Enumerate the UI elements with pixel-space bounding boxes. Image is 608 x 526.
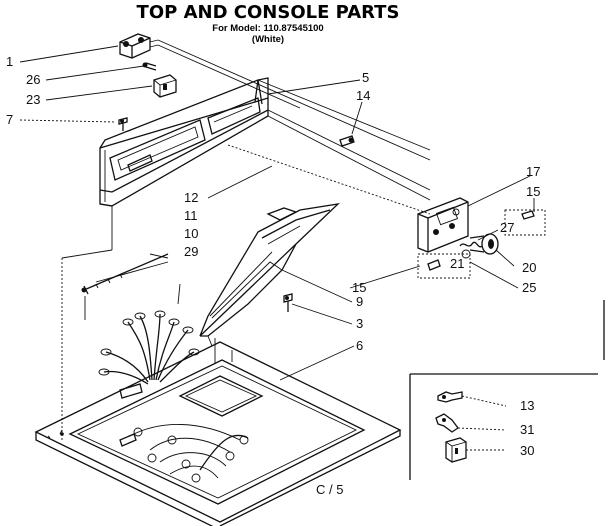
part-14-screw (339, 135, 355, 147)
part-23-clip (153, 74, 177, 98)
part-6-top (34, 341, 402, 526)
part-3-screw (283, 293, 293, 312)
callout-9: 9 (356, 294, 363, 309)
page-mark: C / 5 (316, 482, 343, 497)
part-15-clip-upper (504, 209, 546, 236)
part-26-screw (142, 62, 157, 71)
part-31-terminal (435, 413, 459, 433)
page-title: TOP AND CONSOLE PARTS (137, 2, 400, 23)
leader-lines (19, 45, 535, 381)
callout-labels: 1 26 23 7 5 14 12 11 10 29 17 15 27 21 2… (6, 54, 540, 458)
callout-27: 27 (500, 220, 514, 235)
callout-26: 26 (26, 72, 40, 87)
part-17-bracket (417, 197, 469, 253)
callout-1: 1 (6, 54, 13, 69)
callout-7: 7 (6, 112, 13, 127)
callout-25: 25 (522, 280, 536, 295)
part-30-connector (445, 437, 467, 463)
callout-15-lower: 15 (352, 280, 366, 295)
part-10-rod (81, 253, 169, 295)
part-15-clip-lower (417, 253, 471, 279)
part-1-switch (119, 33, 159, 59)
callout-14: 14 (356, 88, 370, 103)
callout-30: 30 (520, 443, 534, 458)
part-5-console (99, 77, 269, 207)
callout-17: 17 (526, 164, 540, 179)
part-29-harness (98, 310, 200, 399)
callout-29: 29 (184, 244, 198, 259)
part-13-terminal (437, 391, 463, 403)
callout-11: 11 (184, 208, 198, 223)
callout-20: 20 (522, 260, 536, 275)
callout-15-upper: 15 (526, 184, 540, 199)
color-note: (White) (252, 34, 284, 45)
callout-6: 6 (356, 338, 363, 353)
callout-12: 12 (184, 190, 198, 205)
inset-parts-box (409, 373, 598, 480)
callout-21: 21 (450, 256, 464, 271)
part-9-panel (199, 203, 340, 337)
callout-31: 31 (520, 422, 534, 437)
callout-10: 10 (184, 226, 198, 241)
callout-5: 5 (362, 70, 369, 85)
callout-3: 3 (356, 316, 363, 331)
part-7-screw (118, 117, 128, 131)
model-number: For Model: 110.87545100 (212, 23, 323, 34)
callout-13: 13 (520, 398, 534, 413)
callout-23: 23 (26, 92, 40, 107)
